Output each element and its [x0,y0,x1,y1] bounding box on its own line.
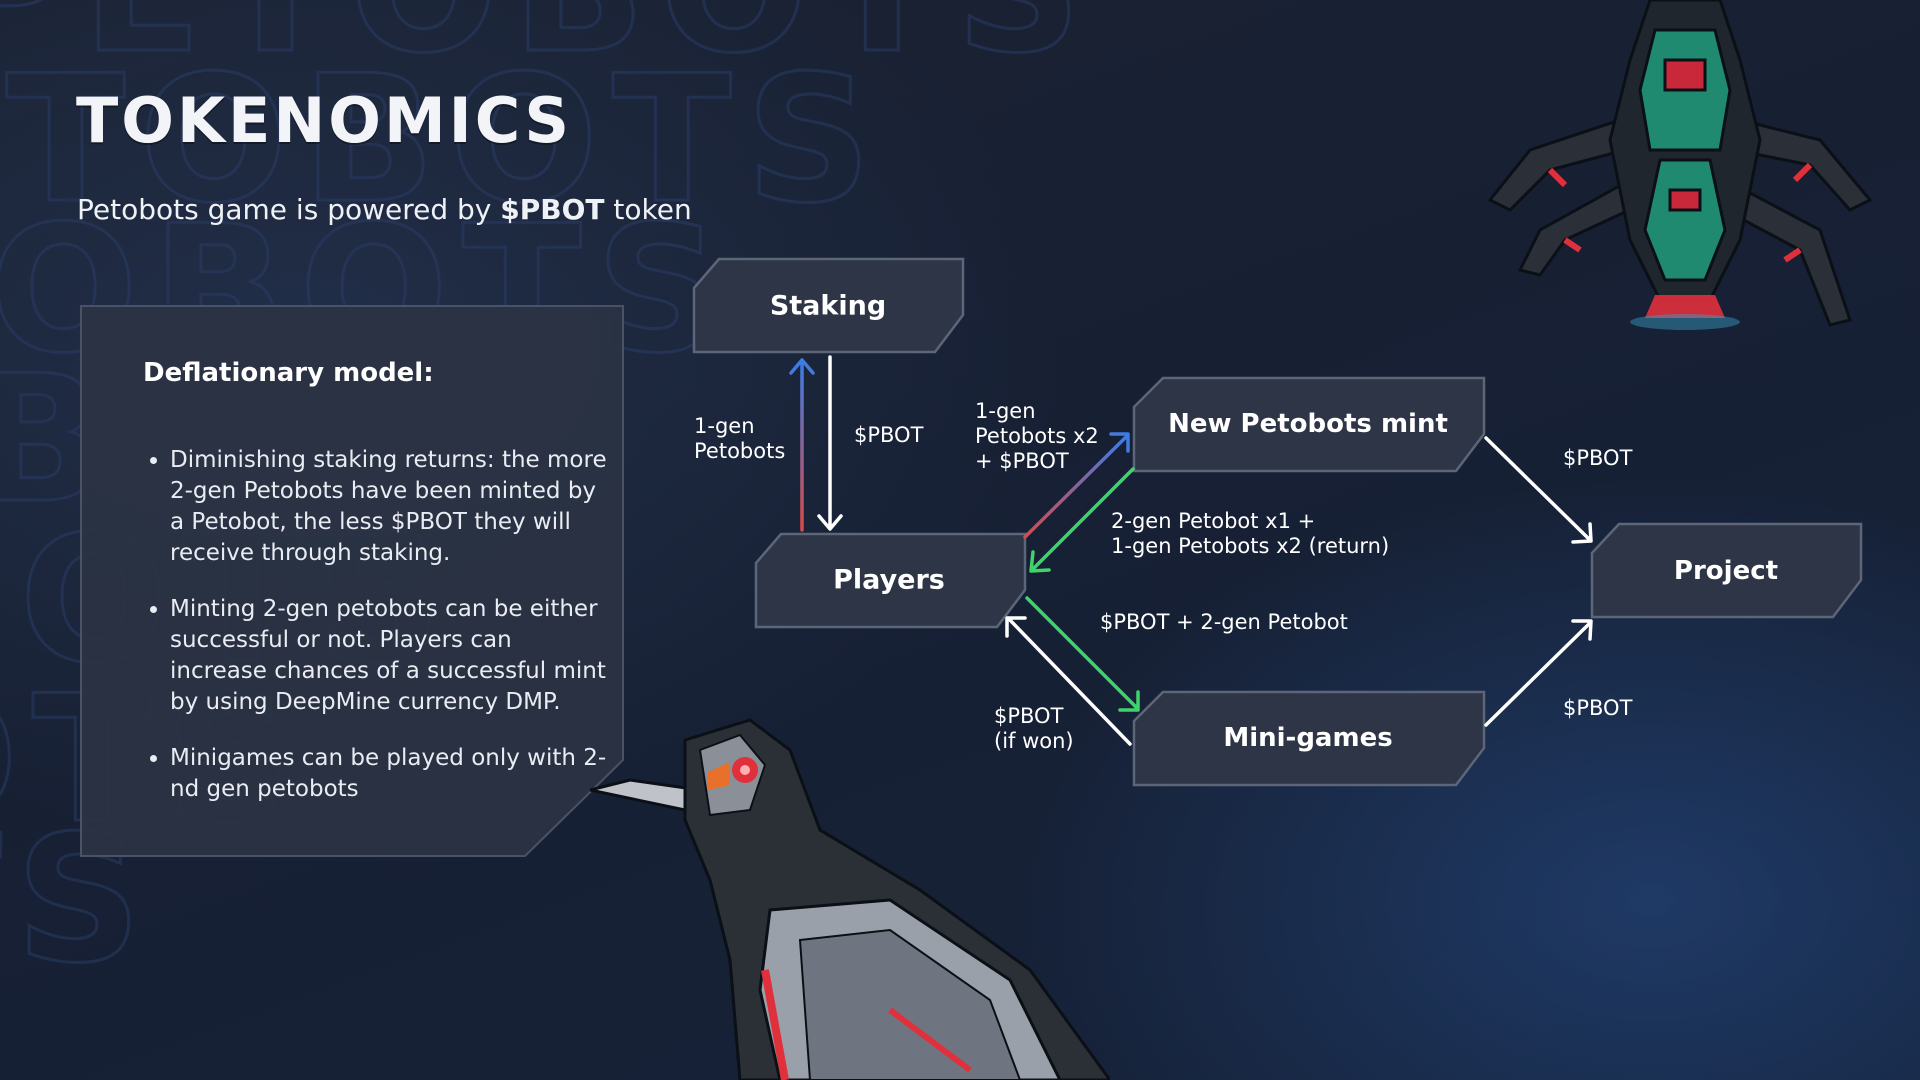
page-title: TOKENOMICS [76,84,573,157]
subtitle-token: $PBOT [500,193,605,226]
arrow-mint-to-project [1484,436,1593,544]
arrow-players-to-staking [789,358,815,532]
edge-label-players-to-minigames: $PBOT + 2-gen Petobot [1100,610,1348,635]
edge-label-text: $PBOT + 2-gen Petobot [1100,610,1348,634]
edge-label-text: 2-gen Petobot x1 + 1-gen Petobots x2 (re… [1111,509,1390,558]
edge-label-text: $PBOT (if won) [994,704,1074,753]
edge-label-text: $PBOT [1563,696,1633,720]
bullet-item: Minting 2-gen petobots can be either suc… [170,594,610,718]
edge-label-text: $PBOT [1563,446,1633,470]
crow-robot-illustration [590,718,1110,1080]
bullet-item: Minigames can be played only with 2-nd g… [170,743,610,805]
node-label-players: Players [833,564,945,596]
node-minigames [1132,690,1486,787]
node-mint [1132,376,1486,473]
node-label-project: Project [1673,556,1779,586]
node-players [754,532,1027,629]
node-staking [692,257,965,354]
node-label-staking: Staking [769,290,887,322]
edge-label-minigames-to-players: $PBOT (if won) [994,704,1074,754]
deflationary-panel [80,305,624,857]
edge-label-players-to-mint: 1-gen Petobots x2 + $PBOT [975,399,1099,474]
arrow-mint-to-players [1029,467,1135,573]
edge-label-mint-to-players: 2-gen Petobot x1 + 1-gen Petobots x2 (re… [1111,509,1389,559]
edge-label-minigames-to-project: $PBOT [1563,696,1632,721]
edge-label-players-to-staking: 1-gen Petobots [694,414,785,464]
edge-label-staking-to-players: $PBOT [854,423,923,448]
edge-label-text: 1-gen Petobots [694,414,786,463]
panel-heading: Deflationary model: [143,358,434,388]
page-subtitle: Petobots game is powered by $PBOT token [77,193,692,226]
node-project [1590,522,1863,619]
arrow-staking-to-players [817,355,843,531]
node-label-mint: New Petobots mint [1168,409,1448,439]
panel-bullet-list: Diminishing staking returns: the more 2-… [140,445,610,830]
edge-label-mint-to-project: $PBOT [1563,446,1632,471]
arrow-players-to-mint [1023,432,1130,539]
edge-label-text: 1-gen Petobots x2 + $PBOT [975,399,1099,473]
arrow-players-to-minigames [1025,596,1140,712]
scorpion-robot-illustration [1487,0,1873,330]
edge-label-text: $PBOT [854,423,924,447]
bullet-item: Diminishing staking returns: the more 2-… [170,445,610,569]
arrow-minigames-to-players [1005,616,1132,746]
node-label-minigames: Mini-games [1223,723,1393,753]
subtitle-text-after: token [604,193,692,226]
subtitle-text-before: Petobots game is powered by [77,193,501,226]
arrow-minigames-to-project [1484,619,1593,727]
